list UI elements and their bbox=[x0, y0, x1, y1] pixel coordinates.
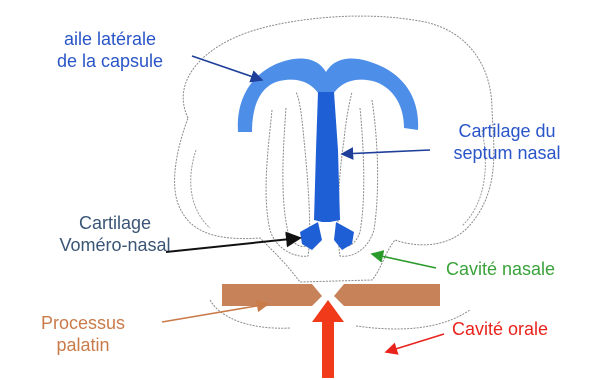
left-outline-detail bbox=[191, 150, 210, 228]
label-processus-line2: palatin bbox=[18, 334, 148, 356]
arrow-cavite-orale bbox=[386, 334, 444, 352]
nasal-septum bbox=[314, 92, 340, 222]
arrow-aile bbox=[192, 56, 262, 80]
label-vomero-line1: Cartilage bbox=[40, 212, 190, 234]
label-processus-palatin: Processus palatin bbox=[18, 312, 148, 356]
label-aile-laterale: aile latérale de la capsule bbox=[30, 28, 190, 72]
arrow-cavite-nasale bbox=[372, 254, 436, 268]
label-cavite-nasale: Cavité nasale bbox=[446, 258, 555, 280]
label-processus-line1: Processus bbox=[18, 312, 148, 334]
label-cavite-orale: Cavité orale bbox=[452, 318, 548, 340]
palatine-process-right bbox=[334, 284, 440, 306]
vomeronasal-cartilage-left bbox=[300, 222, 322, 250]
label-septum-line2: septum nasal bbox=[432, 142, 582, 164]
label-cartilage-vomero: Cartilage Voméro-nasal bbox=[40, 212, 190, 256]
label-vomero-line2: Voméro-nasal bbox=[40, 234, 190, 256]
label-aile-line2: de la capsule bbox=[30, 50, 190, 72]
vomeronasal-cartilage-right bbox=[334, 222, 354, 250]
label-aile-line1: aile latérale bbox=[30, 28, 190, 50]
oral-cavity-arrow bbox=[312, 300, 344, 378]
palatine-process-left bbox=[222, 284, 322, 306]
label-cartilage-septum: Cartilage du septum nasal bbox=[432, 120, 582, 164]
label-septum-line1: Cartilage du bbox=[432, 120, 582, 142]
arrow-septum bbox=[342, 150, 430, 154]
